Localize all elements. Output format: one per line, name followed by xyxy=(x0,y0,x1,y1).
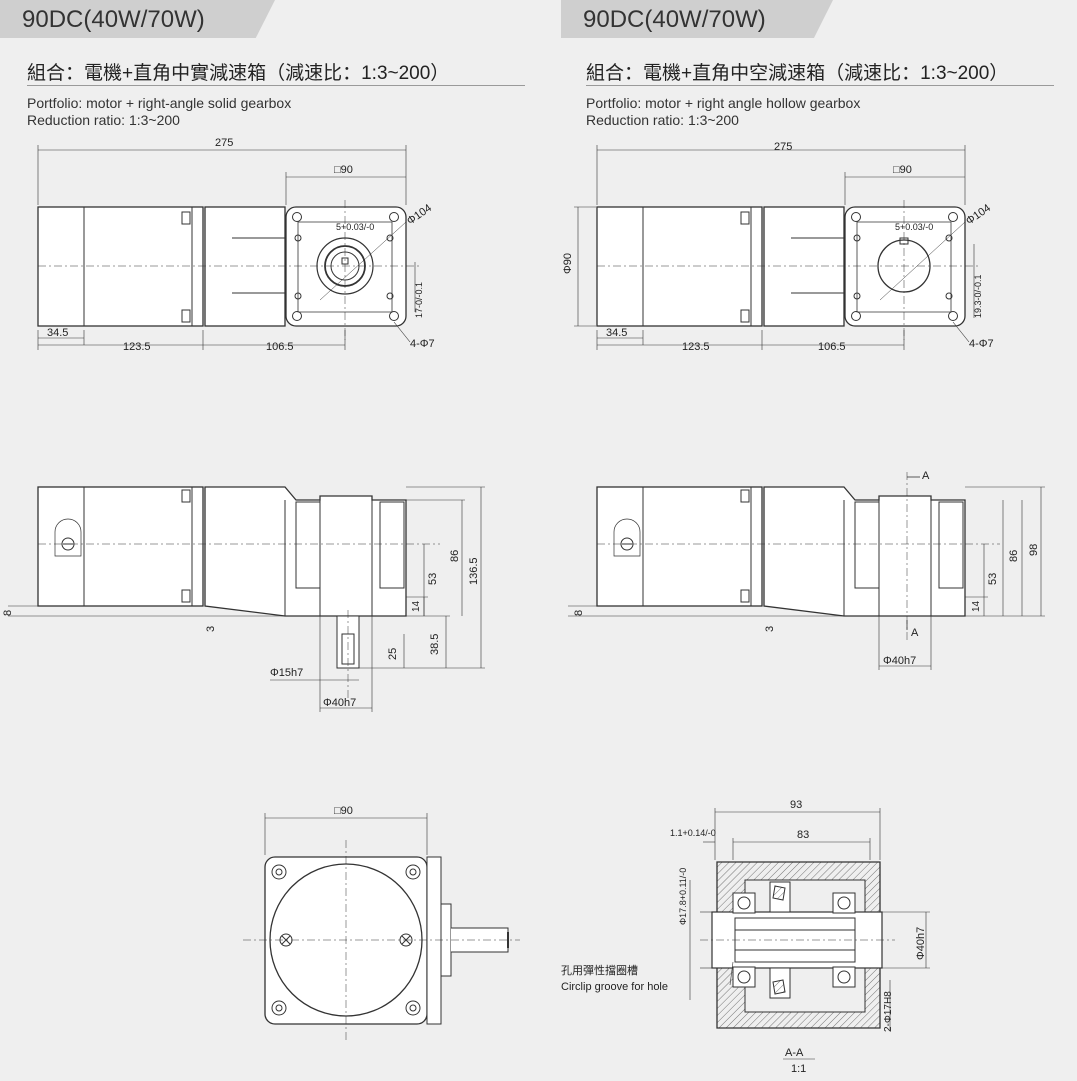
left-portfolio-text: Portfolio: motor + right-angle solid gea… xyxy=(27,95,292,111)
right-dim-86: 86 xyxy=(1008,550,1020,562)
section-dim-groove: 1.1+0.14/-0 xyxy=(670,828,716,838)
left-dim-136: 136.5 xyxy=(468,557,480,585)
right-top-view xyxy=(574,145,980,350)
left-side-view xyxy=(8,486,485,712)
section-dim-178: Φ17.8+0.11/-0 xyxy=(678,868,688,925)
right-title: 90DC(40W/70W) xyxy=(583,6,766,33)
left-dim-d3: 106.5 xyxy=(266,341,294,353)
left-ratio-text: Reduction ratio: 1:3~200 xyxy=(27,112,180,128)
section-note-en: Circlip groove for hole xyxy=(561,981,668,993)
right-ratio-text: Reduction ratio: 1:3~200 xyxy=(586,112,739,128)
right-dim-14: 14 xyxy=(971,600,982,612)
right-section-mark-top: A xyxy=(922,470,930,482)
left-front-view xyxy=(243,813,520,1040)
left-title: 90DC(40W/70W) xyxy=(22,6,205,33)
left-dim-shaft: Φ15h7 xyxy=(270,667,303,679)
right-description: Portfolio: motor + right angle hollow ge… xyxy=(586,95,860,129)
right-dim-98: 98 xyxy=(1028,544,1040,556)
section-scale: 1:1 xyxy=(791,1063,806,1075)
left-front-square: □90 xyxy=(334,805,353,817)
right-title-banner: 90DC(40W/70W) xyxy=(561,0,833,38)
section-a-a xyxy=(689,808,930,1060)
section-dim-83: 83 xyxy=(797,829,809,841)
left-dim-14: 14 xyxy=(411,600,422,612)
section-caption: A-A xyxy=(785,1047,804,1059)
left-dim-3: 3 xyxy=(205,626,217,632)
right-section-mark-bottom: A xyxy=(911,627,919,639)
right-dim-body-dia: Φ90 xyxy=(562,253,574,274)
right-dim-8: 8 xyxy=(573,610,585,616)
left-dim-86: 86 xyxy=(449,550,461,562)
right-portfolio-text: Portfolio: motor + right angle hollow ge… xyxy=(586,95,861,111)
left-dim-total: 275 xyxy=(215,137,233,149)
left-title-banner: 90DC(40W/70W) xyxy=(0,0,275,38)
section-dim-40: Φ40h7 xyxy=(915,927,927,960)
left-dim-square: □90 xyxy=(334,164,353,176)
left-dim-d2: 123.5 xyxy=(123,341,151,353)
right-dim-d1: 34.5 xyxy=(606,327,627,339)
left-dim-flange: Φ104 xyxy=(405,202,434,227)
left-dim-25: 25 xyxy=(387,648,399,660)
left-dim-pilot: Φ40h7 xyxy=(323,697,356,709)
right-dim-3: 3 xyxy=(764,626,776,632)
section-dim-17: 2-Φ17H8 xyxy=(883,991,894,1032)
left-dim-key: 5+0.03/-0 xyxy=(336,222,374,232)
right-dim-square: □90 xyxy=(893,164,912,176)
left-dim-8: 8 xyxy=(2,610,14,616)
left-description: Portfolio: motor + right-angle solid gea… xyxy=(27,95,291,129)
right-subtitle: 組合：電機+直角中空減速箱（減速比：1:3~200） xyxy=(586,63,1009,84)
left-dim-d1: 34.5 xyxy=(47,327,68,339)
right-divider xyxy=(586,85,1054,86)
right-dim-d3: 106.5 xyxy=(818,341,846,353)
right-dim-key-height: 19.3-0/-0.1 xyxy=(973,274,983,318)
section-dim-93: 93 xyxy=(790,799,802,811)
right-dim-total: 275 xyxy=(774,141,792,153)
left-dim-53: 53 xyxy=(427,573,439,585)
right-dim-key: 5+0.03/-0 xyxy=(895,222,933,232)
right-dim-53: 53 xyxy=(987,573,999,585)
right-dim-holes: 4-Φ7 xyxy=(969,338,994,350)
left-divider xyxy=(27,85,525,86)
right-side-view xyxy=(568,472,1045,670)
left-dim-key-height: 17-0/-0.1 xyxy=(414,282,424,318)
left-dim-38: 38.5 xyxy=(429,634,441,655)
right-dim-pilot: Φ40h7 xyxy=(883,655,916,667)
left-top-view xyxy=(37,145,420,350)
left-subtitle: 組合：電機+直角中實減速箱（減速比：1:3~200） xyxy=(27,63,450,84)
right-dim-flange: Φ104 xyxy=(964,202,993,227)
section-note-cn: 孔用彈性擋圈槽 xyxy=(561,963,638,977)
left-dim-holes: 4-Φ7 xyxy=(410,338,435,350)
right-dim-d2: 123.5 xyxy=(682,341,710,353)
